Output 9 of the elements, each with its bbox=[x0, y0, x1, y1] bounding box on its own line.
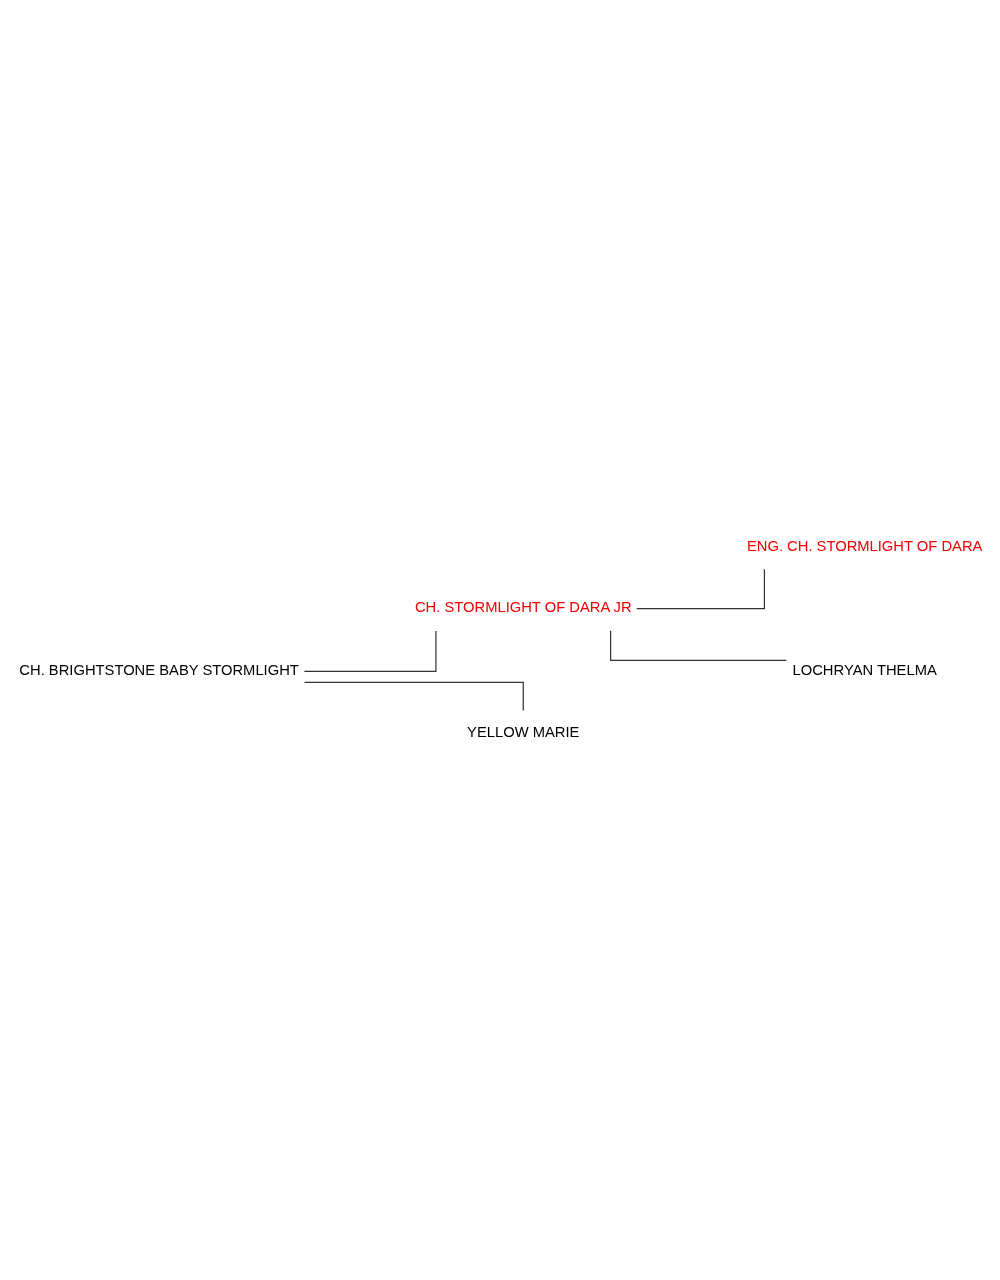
node-text: CH. STORMLIGHT OF DARA JR bbox=[414, 599, 632, 616]
connector bbox=[609, 630, 787, 661]
node-text: YELLOW MARIE bbox=[466, 723, 579, 740]
node-text: ENG. CH. STORMLIGHT OF DARA bbox=[746, 537, 982, 554]
connector bbox=[635, 568, 765, 610]
node-text: CH. BRIGHTSTONE BABY STORMLIGHT bbox=[18, 662, 299, 679]
node-text: LOCHRYAN THELMA bbox=[792, 662, 937, 679]
connector bbox=[303, 681, 524, 712]
connector bbox=[303, 630, 437, 672]
